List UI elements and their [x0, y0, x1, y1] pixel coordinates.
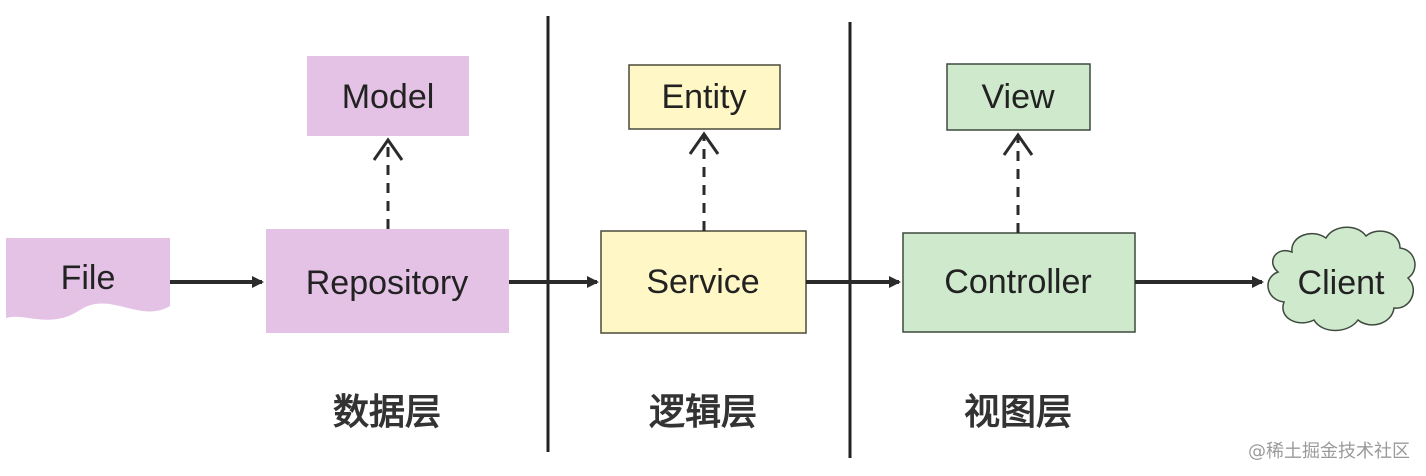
dashed-arrow-controller-to-view: [1002, 132, 1034, 233]
layer-label-logic: 逻辑层: [649, 392, 757, 433]
dashed-arrow-service-to-entity: [688, 131, 720, 231]
file-node: File: [6, 238, 170, 320]
repository-label: Repository: [306, 264, 469, 302]
entity-box: [628, 64, 781, 130]
file-label: File: [61, 259, 116, 297]
client-cloud-shape: [1267, 226, 1416, 332]
layer-label-data: 数据层: [333, 392, 441, 433]
dashed-arrow-repository-to-model: [372, 137, 404, 229]
model-node: Model: [307, 56, 469, 136]
client-label: Client: [1298, 264, 1385, 302]
view-box: [946, 63, 1091, 131]
service-label: Service: [646, 263, 759, 301]
model-box: [307, 56, 469, 136]
entity-node: Entity: [628, 64, 781, 130]
view-label: View: [981, 78, 1055, 116]
model-label: Model: [342, 78, 435, 116]
view-node: View: [946, 63, 1091, 131]
service-node: Service: [600, 230, 807, 334]
controller-node: Controller: [902, 232, 1136, 333]
controller-label: Controller: [944, 263, 1091, 301]
controller-box: [902, 232, 1136, 333]
file-shape: [6, 238, 170, 320]
watermark-text: @稀土掘金技术社区: [1248, 441, 1410, 462]
repository-box: [266, 229, 509, 333]
layer-label-view: 视图层: [964, 392, 1072, 433]
client-node: Client: [1267, 226, 1416, 332]
entity-label: Entity: [661, 78, 746, 116]
repository-node: Repository: [266, 229, 509, 333]
